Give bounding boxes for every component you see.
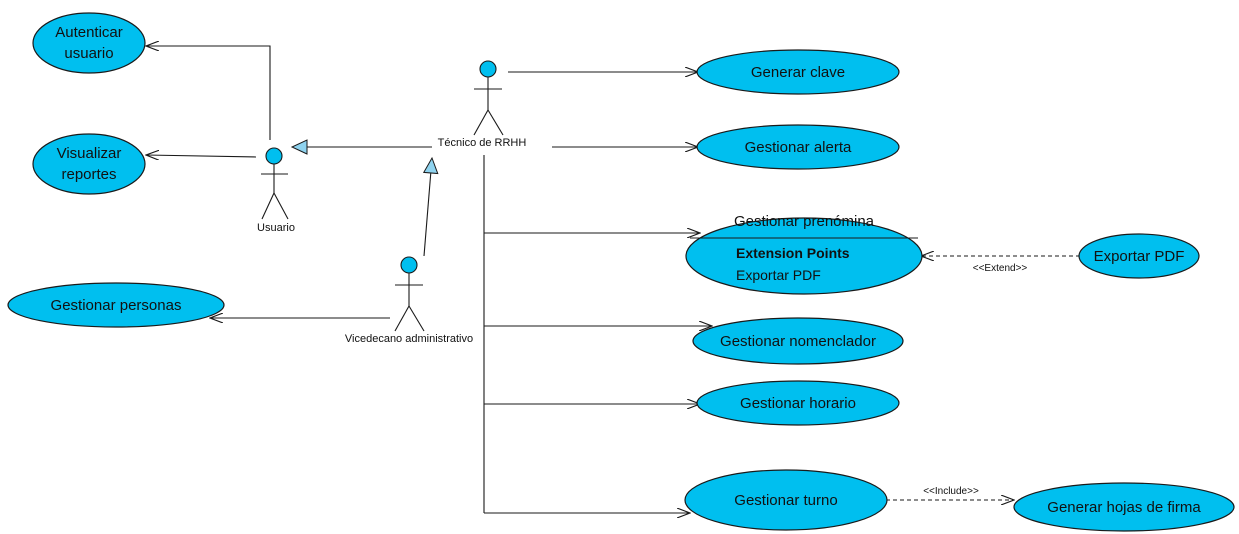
stick-figure-icon	[261, 147, 289, 220]
stick-figure-icon	[394, 256, 425, 332]
extension-points-title: Extension Points	[736, 245, 850, 261]
svg-text:Técnico de RRHH: Técnico de RRHH	[438, 137, 527, 149]
use-case-visualizar-reportes[interactable]: Visualizar reportes	[32, 133, 146, 195]
svg-text:Generar clave: Generar clave	[751, 64, 845, 81]
svg-text:usuario: usuario	[64, 45, 113, 62]
stick-figure-icon	[473, 60, 504, 136]
use-case-gestionar-alerta[interactable]: Gestionar alerta	[696, 124, 900, 170]
use-case-generar-hojas-de-firma[interactable]: Generar hojas de firma	[1013, 482, 1235, 532]
svg-text:reportes: reportes	[61, 166, 116, 183]
svg-text:Autenticar: Autenticar	[55, 24, 123, 41]
svg-text:Gestionar nomenclador: Gestionar nomenclador	[720, 333, 876, 350]
use-case-autenticar-usuario[interactable]: Autenticar usuario	[32, 12, 146, 74]
use-case-gestionar-nomenclador[interactable]: Gestionar nomenclador	[692, 317, 904, 365]
use-case-gestionar-horario[interactable]: Gestionar horario	[696, 380, 900, 426]
use-case-gestionar-prenomina[interactable]: Gestionar prenómina Extension Points Exp…	[685, 213, 923, 295]
svg-text:Gestionar prenómina: Gestionar prenómina	[734, 213, 875, 230]
generalization-vicedecano-tecnico	[422, 156, 439, 257]
use-case-gestionar-personas[interactable]: Gestionar personas	[7, 282, 225, 328]
include-label: <<Include>>	[923, 486, 979, 497]
use-case-generar-clave[interactable]: Generar clave	[696, 49, 900, 95]
extend-label: <<Extend>>	[973, 263, 1028, 274]
svg-text:Vicedecano administrativo: Vicedecano administrativo	[345, 333, 473, 345]
svg-text:Gestionar personas: Gestionar personas	[51, 297, 182, 314]
svg-text:Visualizar: Visualizar	[57, 145, 122, 162]
svg-text:Gestionar alerta: Gestionar alerta	[745, 139, 852, 156]
actor-usuario[interactable]: Usuario	[257, 147, 295, 234]
svg-text:Generar hojas de firma: Generar hojas de firma	[1047, 499, 1201, 516]
use-case-gestionar-turno[interactable]: Gestionar turno	[684, 469, 888, 531]
use-case-exportar-pdf[interactable]: Exportar PDF	[1078, 233, 1200, 279]
svg-text:Usuario: Usuario	[257, 222, 295, 234]
svg-text:Gestionar horario: Gestionar horario	[740, 395, 856, 412]
actor-vicedecano-administrativo[interactable]: Vicedecano administrativo	[345, 256, 473, 345]
svg-text:Gestionar turno: Gestionar turno	[734, 492, 837, 509]
actor-tecnico-de-rrhh[interactable]: Técnico de RRHH	[438, 60, 527, 149]
assoc-usuario-visualizar	[146, 155, 257, 157]
assoc-usuario-autenticar	[146, 46, 271, 140]
extension-point-item: Exportar PDF	[736, 267, 821, 283]
svg-text:Exportar PDF: Exportar PDF	[1094, 248, 1185, 265]
